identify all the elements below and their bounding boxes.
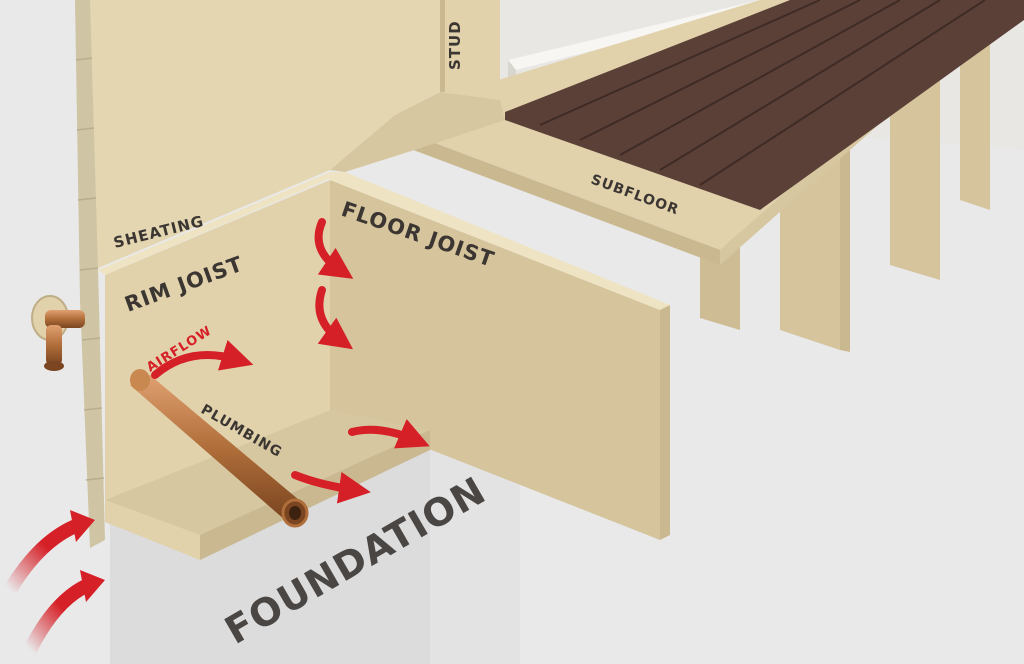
label-stud: STUD	[446, 20, 464, 70]
faucet	[31, 295, 85, 371]
plumbing-pipe	[130, 369, 309, 528]
outside-air-arrows	[3, 510, 105, 654]
bottom-plate	[395, 92, 505, 145]
sill-plate	[105, 410, 430, 560]
airflow-arrows	[151, 218, 430, 504]
sheathing	[90, 0, 440, 300]
stud	[440, 0, 500, 100]
siding	[75, 0, 105, 548]
floorboards	[505, 0, 1024, 210]
floor-joist	[330, 172, 670, 540]
rim-joist	[98, 172, 345, 500]
baseboard	[508, 0, 760, 70]
